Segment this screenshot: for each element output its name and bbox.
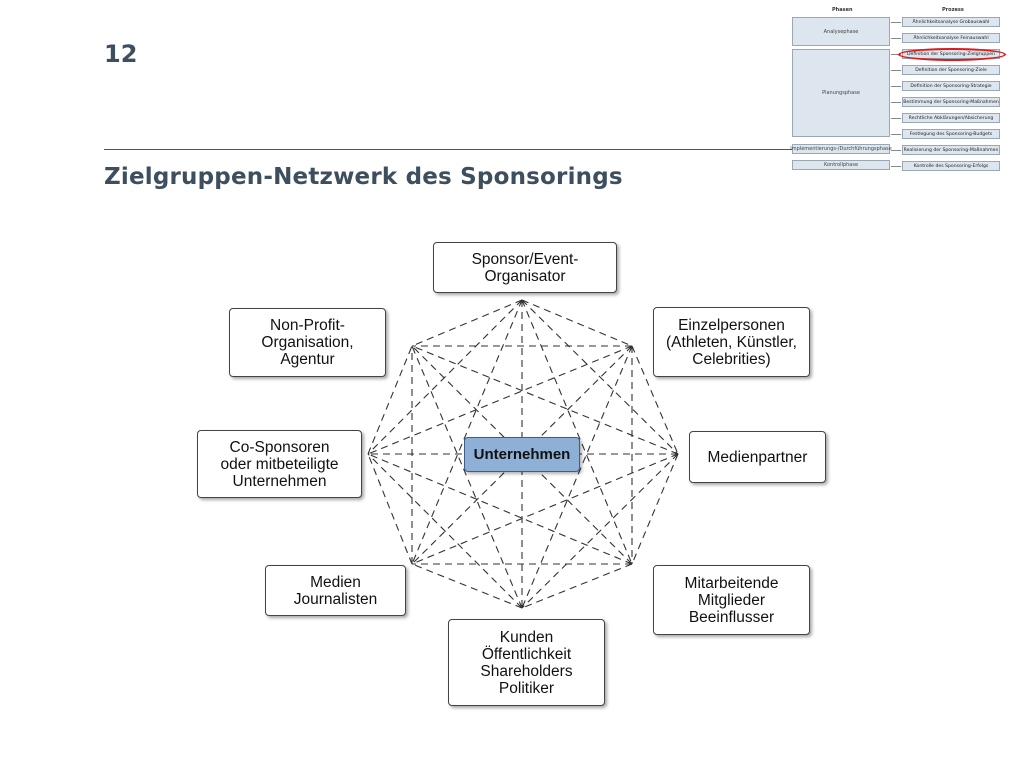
process-connector <box>891 102 901 103</box>
node-nonprofit: Non-Profit- Organisation, Agentur <box>229 308 386 377</box>
process-overview-diagram: Phasen Prozess Analysephase Planungsphas… <box>790 4 1012 174</box>
node-medienpartner: Medienpartner <box>689 431 826 483</box>
node-sponsor-line-1: Sponsor/Event- <box>471 250 579 268</box>
network-edge <box>411 345 633 565</box>
process-step: Bestimmung der Sponsoring-Maßnahmen <box>902 97 1000 107</box>
process-step: Ähnlichkeitsanalyse Grobauswahl <box>902 17 1000 27</box>
phase-analyse: Analysephase <box>792 17 890 46</box>
title-divider <box>104 149 794 150</box>
network-edge <box>411 345 633 565</box>
process-step: Definition der Sponsoring-Strategie <box>902 81 1000 91</box>
process-connector <box>891 22 901 23</box>
process-connector <box>891 118 901 119</box>
node-medien-line-1: Medien <box>310 573 361 591</box>
network-edge <box>631 345 679 455</box>
network-edge <box>631 453 679 565</box>
node-medienpartner-line-1: Medienpartner <box>707 448 808 466</box>
network-edge <box>521 453 679 609</box>
phase-planung: Planungsphase <box>792 49 890 137</box>
node-kunden-line-4: Politiker <box>498 679 555 697</box>
process-header: Prozess <box>942 7 964 13</box>
phases-header: Phasen <box>832 7 853 13</box>
process-step: Ähnlichkeitsanalyse Feinauswahl <box>902 33 1000 43</box>
network-edge <box>521 345 633 609</box>
node-mitarbeitende-line-1: Mitarbeitende <box>684 574 779 592</box>
node-kunden-line-3: Shareholders <box>480 662 573 680</box>
process-connector <box>891 70 901 71</box>
node-nonprofit-line-3: Agentur <box>280 351 335 368</box>
node-einzelpersonen-line-1: Einzelpersonen <box>678 316 785 334</box>
process-step: Rechtliche Abklärungen/Absicherung <box>902 113 1000 123</box>
node-nonprofit-line-1: Non-Profit- <box>270 317 345 334</box>
network-edge <box>367 345 413 455</box>
process-connector <box>891 134 901 135</box>
slide-title: Zielgruppen-Netzwerk des Sponsorings <box>104 164 623 190</box>
node-einzelpersonen-line-3: Celebrities) <box>692 350 771 368</box>
node-sponsor-line-2: Organisator <box>484 267 566 285</box>
node-kunden-line-2: Öffentlichkeit <box>481 645 572 663</box>
process-step: Realisierung der Sponsoring-Maßnahmen <box>902 145 1000 155</box>
node-medien: Medien Journalisten <box>265 565 406 616</box>
network-edge <box>367 453 523 609</box>
node-mitarbeitende: Mitarbeitende Mitglieder Beeinflusser <box>653 565 810 635</box>
node-cosponsoren-line-2: oder mitbeteiligte <box>220 455 339 473</box>
node-cosponsoren: Co-Sponsoren oder mitbeteiligte Unterneh… <box>197 430 362 498</box>
node-sponsor: Sponsor/Event- Organisator <box>433 242 617 293</box>
node-nonprofit-line-2: Organisation, <box>261 334 354 351</box>
node-kunden: Kunden Öffentlichkeit Shareholders Polit… <box>448 619 605 706</box>
center-node-unternehmen: Unternehmen <box>464 437 580 472</box>
process-step: Kontrolle des Sponsoring-Erfolgs <box>902 161 1000 171</box>
network-edge <box>367 299 523 455</box>
highlight-ring <box>898 48 1006 61</box>
node-mitarbeitende-line-2: Mitglieder <box>697 591 766 609</box>
process-connector <box>891 54 901 55</box>
process-step: Definition der Sponsoring-Ziele <box>902 65 1000 75</box>
node-mitarbeitende-line-3: Beeinflusser <box>688 608 775 626</box>
phase-implementierung: Implementierungs-/Durchführungsphase <box>790 144 892 154</box>
network-edge <box>521 563 633 609</box>
network-edge <box>521 299 633 347</box>
process-connector <box>891 166 901 167</box>
node-einzelpersonen: Einzelpersonen (Athleten, Künstler, Cele… <box>653 307 810 377</box>
node-cosponsoren-line-3: Unternehmen <box>232 472 327 490</box>
process-connector <box>891 150 901 151</box>
node-cosponsoren-line-1: Co-Sponsoren <box>229 438 330 456</box>
slide-number: 12 <box>104 40 138 68</box>
process-connector <box>891 86 901 87</box>
phase-kontrolle: Kontrollphase <box>792 160 890 170</box>
network-edge <box>521 299 679 455</box>
node-kunden-line-1: Kunden <box>499 628 554 646</box>
node-medien-line-2: Journalisten <box>293 590 378 608</box>
process-step: Festlegung des Sponsoring-Budgets <box>902 129 1000 139</box>
network-edge <box>367 453 413 565</box>
node-einzelpersonen-line-2: (Athleten, Künstler, <box>666 333 797 351</box>
network-edge <box>411 299 523 347</box>
network-edge <box>411 345 523 609</box>
network-edge <box>411 563 523 609</box>
process-connector <box>891 38 901 39</box>
